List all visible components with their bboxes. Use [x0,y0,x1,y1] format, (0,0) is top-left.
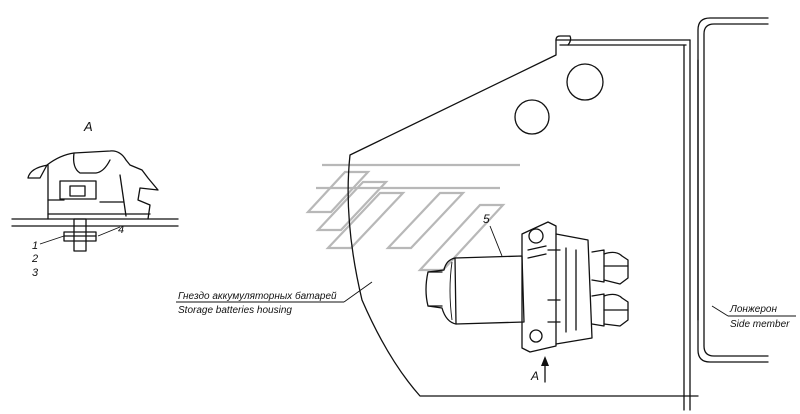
detail-view-a: A 1 2 3 4 [11,119,179,279]
housing-label-en: Storage batteries housing [178,305,292,316]
side-member-annotation: Лонжерон Side member [711,304,796,330]
detail-view-label: A [83,119,93,134]
housing-label-ru: Гнездо аккумуляторных батарей [178,290,337,302]
callout-4: 4 [118,224,124,236]
callout-1: 1 [32,240,38,252]
callout-5: 5 [483,212,490,226]
battery-housing-bracket [347,35,699,411]
view-a-marker: A [530,369,539,383]
side-member [697,17,769,363]
member-label-en: Side member [730,319,790,330]
housing-annotation: Гнездо аккумуляторных батарей Storage ba… [176,281,373,316]
callout-2: 2 [31,253,38,265]
member-label-ru: Лонжерон [729,304,777,315]
battery-switch-assembly: 5 A [425,212,629,383]
callout-3: 3 [32,267,39,279]
